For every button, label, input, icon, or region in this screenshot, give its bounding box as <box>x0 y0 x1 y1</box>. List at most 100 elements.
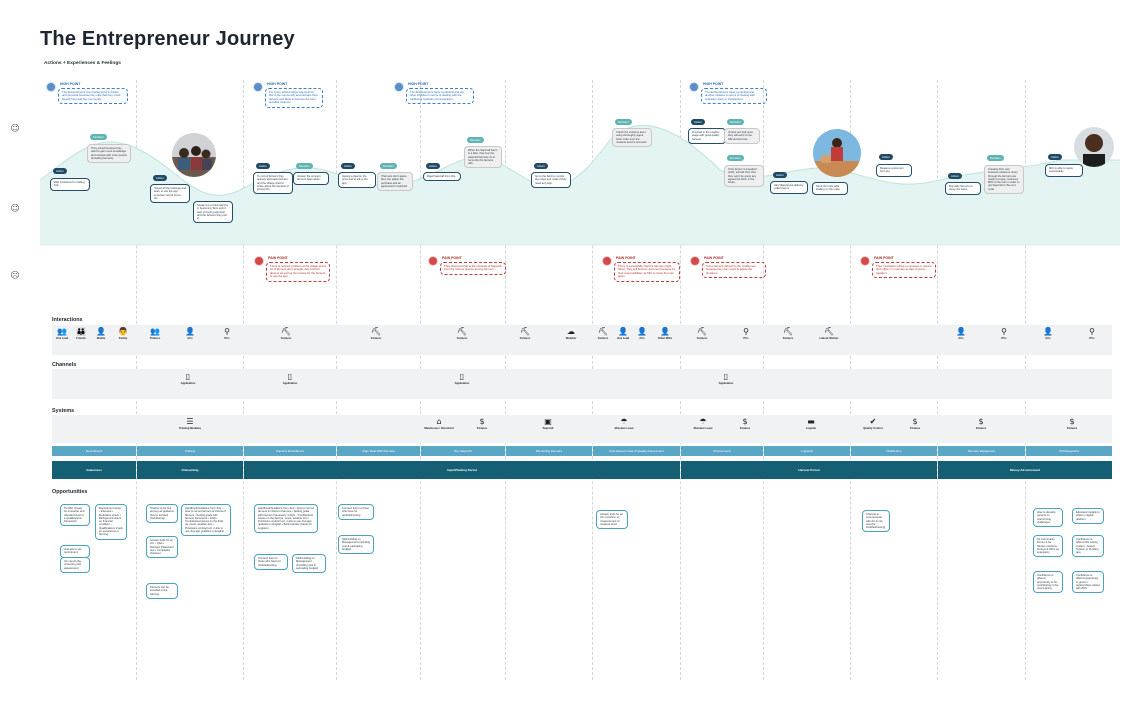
icon-cell: 👤ACs <box>946 327 976 340</box>
stage-label: Post Harvest Care & Quality Assessment <box>593 446 680 456</box>
opportunity-card: Farmers can be included in the training. <box>146 583 178 599</box>
icon-caption: PCs <box>1089 337 1095 340</box>
channels-heading: Channels <box>52 362 77 368</box>
channels-band <box>52 369 1112 399</box>
friends-icon: 👪 <box>76 327 86 336</box>
opportunity-card: Confidence is offered this saving system… <box>1072 535 1104 558</box>
finance-icon: $ <box>742 417 748 426</box>
group-photo-image <box>172 133 216 177</box>
sapcraft-icon: ▣ <box>544 417 552 426</box>
happy-face-icon: ☺ <box>10 124 20 134</box>
farmers-icon: ⛏ <box>519 327 531 336</box>
icon-cell: ⛏Farmers <box>510 327 540 340</box>
journey-card: Measure customers from joy. <box>876 164 912 177</box>
stage-label: MI Repayment <box>1026 446 1112 456</box>
neutral-face-icon: ☺ <box>10 204 20 214</box>
opportunity-card: Skill building on Management (including … <box>292 554 326 574</box>
action-tag: Action <box>879 154 893 160</box>
icon-caption: Training Modules <box>178 427 202 430</box>
icon-caption: Sapcraft <box>542 427 554 430</box>
icon-caption: PCs <box>224 337 230 340</box>
icon-cell: ☁Weather <box>556 327 586 340</box>
phone-icon: ▯ <box>723 372 729 381</box>
smile-badge-icon <box>689 82 699 92</box>
journey-card: Normally farmers to repay the loans. <box>945 182 981 195</box>
icon-caption: Application <box>282 382 298 385</box>
icon-caption: ACs <box>187 337 193 340</box>
journey-card: Proceed to the Logistic stage with good … <box>688 128 726 144</box>
opportunity-card: Teacher to be fine as long as guidance t… <box>146 504 178 524</box>
icon-cell: ⚲PCs <box>1077 327 1107 340</box>
systems-band <box>52 415 1112 443</box>
journey-card: If the farmer is impatient (L/M), will s… <box>724 165 764 188</box>
icon-caption: Finance <box>909 427 921 430</box>
icon-caption: Jiva Lead <box>55 337 69 340</box>
farmer-photo-image <box>813 129 861 177</box>
acs-icon: 👤 <box>956 327 966 336</box>
stage-label: Recruitment <box>52 446 136 456</box>
warehouse-icon: ⌂ <box>436 417 442 426</box>
icon-cell: ▣Sapcraft <box>533 417 563 430</box>
icon-caption: Farmers <box>782 337 794 340</box>
stage-label: Logistics <box>764 446 850 456</box>
opportunity-card: Channel to communicate with AC & use Jiv… <box>862 510 890 533</box>
journey-card: Joined all the trainings and learn to us… <box>150 184 190 204</box>
icon-cell: ▯Application <box>447 372 477 385</box>
frown-badge-icon <box>602 256 612 266</box>
icon-caption: Jiva Lead <box>616 337 630 340</box>
person-photo-image <box>1074 127 1114 167</box>
icon-cell: 👤Mobile <box>86 327 116 340</box>
journey-card: When the Sapcraft Farm is a fake, they b… <box>464 146 502 169</box>
journey-card: Hire Warehouse delivery collect farms. <box>770 181 808 194</box>
people-icon: 👥 <box>57 327 67 336</box>
farmers-icon: ⛏ <box>370 327 382 336</box>
stage-label: Align Deal With Farmers <box>337 446 420 456</box>
phone-icon: ▯ <box>459 372 465 381</box>
icon-caption: Warehouse / Storefront <box>424 427 454 430</box>
icon-cell: 👥Trainers <box>140 327 170 340</box>
opportunity-card: Connect them to those who have for troub… <box>338 504 374 520</box>
journey-card: Go to the field to monitor the crops and… <box>531 172 571 188</box>
other-mics-icon: 👤 <box>660 327 670 336</box>
pcs-icon: ⚲ <box>1001 327 1007 336</box>
journey-card: MIC is able to repay successfully. <box>1045 164 1083 177</box>
journey-card: Creating their own business solutions. E… <box>984 165 1024 195</box>
action-tag: Action <box>691 119 705 125</box>
opportunity-card: Confidence is offered opportunity to gro… <box>1072 571 1104 594</box>
farmers-icon: ⛏ <box>782 327 794 336</box>
decision-tag: Decision <box>467 137 484 143</box>
smile-badge-icon <box>394 82 404 92</box>
page-subtitle: Actions + Experiences & Feelings <box>44 61 121 66</box>
moisture-icon: ☂ <box>699 417 707 426</box>
icon-caption: Weather <box>565 337 577 340</box>
icon-cell: ⛏Farmers <box>271 327 301 340</box>
weather-icon: ☁ <box>567 327 575 336</box>
journey-card: Read Sapcraft from this. <box>423 172 461 182</box>
icon-caption: ACs <box>1045 337 1051 340</box>
icon-cell: ✔Quality Control <box>858 417 888 430</box>
icon-caption: PCs <box>1001 337 1007 340</box>
icon-caption: Mobile <box>96 337 106 340</box>
journey-card: Was introduced to trading Tab. <box>50 178 90 191</box>
farmers-icon: ⛏ <box>280 327 292 336</box>
pcs-icon: ⚲ <box>1089 327 1095 336</box>
action-tag: Action <box>341 163 355 169</box>
frown-badge-icon <box>428 256 438 266</box>
stage-label: Distribution <box>851 446 937 456</box>
smile-badge-icon <box>253 82 263 92</box>
action-tag: Action <box>773 172 787 178</box>
icon-cell: ☂Moisture Level <box>688 417 718 430</box>
opportunity-card: Confidence is offered opportunity to be … <box>1033 571 1063 594</box>
stage-label: Farmers Recruitment <box>244 446 336 456</box>
journey-card: Answer the concern farmers have when... <box>293 172 329 185</box>
icon-caption: Farmers <box>456 337 468 340</box>
decision-tag: Decision <box>296 163 313 169</box>
opportunity-card: Just ask to set recruitment. <box>60 545 90 558</box>
emotion-curve <box>40 125 1120 246</box>
icon-caption: Moisture Level <box>693 427 713 430</box>
frown-badge-icon <box>860 256 870 266</box>
icon-caption: Trainers <box>149 337 161 340</box>
phase-label: Onboarding <box>137 461 243 479</box>
stage-label: Procurement <box>681 446 763 456</box>
action-tag: Action <box>534 163 548 169</box>
